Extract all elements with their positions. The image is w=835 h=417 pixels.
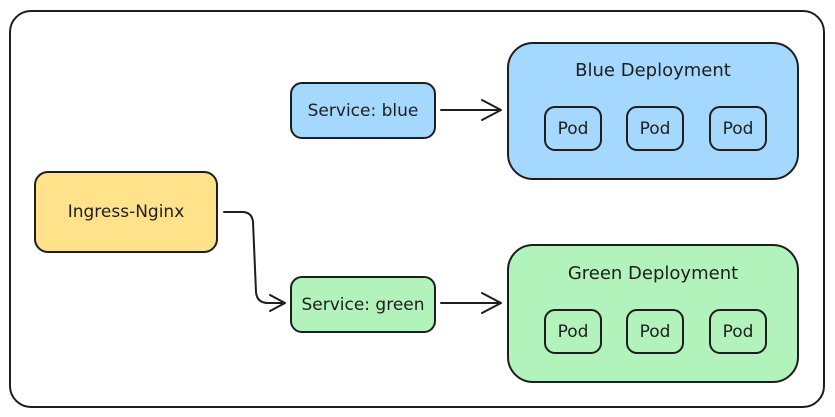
service-green-label: Service: green <box>301 294 425 315</box>
ingress-nginx-label: Ingress-Nginx <box>67 202 185 222</box>
blue-pod-2: Pod <box>626 106 684 151</box>
service-blue-node: Service: blue <box>290 82 436 139</box>
ingress-nginx-node: Ingress-Nginx <box>34 171 218 253</box>
green-pod-2: Pod <box>626 309 684 354</box>
green-deployment-title: Green Deployment <box>567 263 739 284</box>
blue-deployment-title: Blue Deployment <box>575 60 731 81</box>
blue-deployment-node: Blue Deployment Pod Pod Pod <box>507 42 799 180</box>
blue-pod-3: Pod <box>709 106 767 151</box>
service-blue-label: Service: blue <box>307 100 419 121</box>
blue-pod-1: Pod <box>544 106 602 151</box>
green-pod-1: Pod <box>544 309 602 354</box>
green-deployment-node: Green Deployment Pod Pod Pod <box>507 244 799 383</box>
green-pod-3: Pod <box>709 309 767 354</box>
service-green-node: Service: green <box>290 276 436 333</box>
